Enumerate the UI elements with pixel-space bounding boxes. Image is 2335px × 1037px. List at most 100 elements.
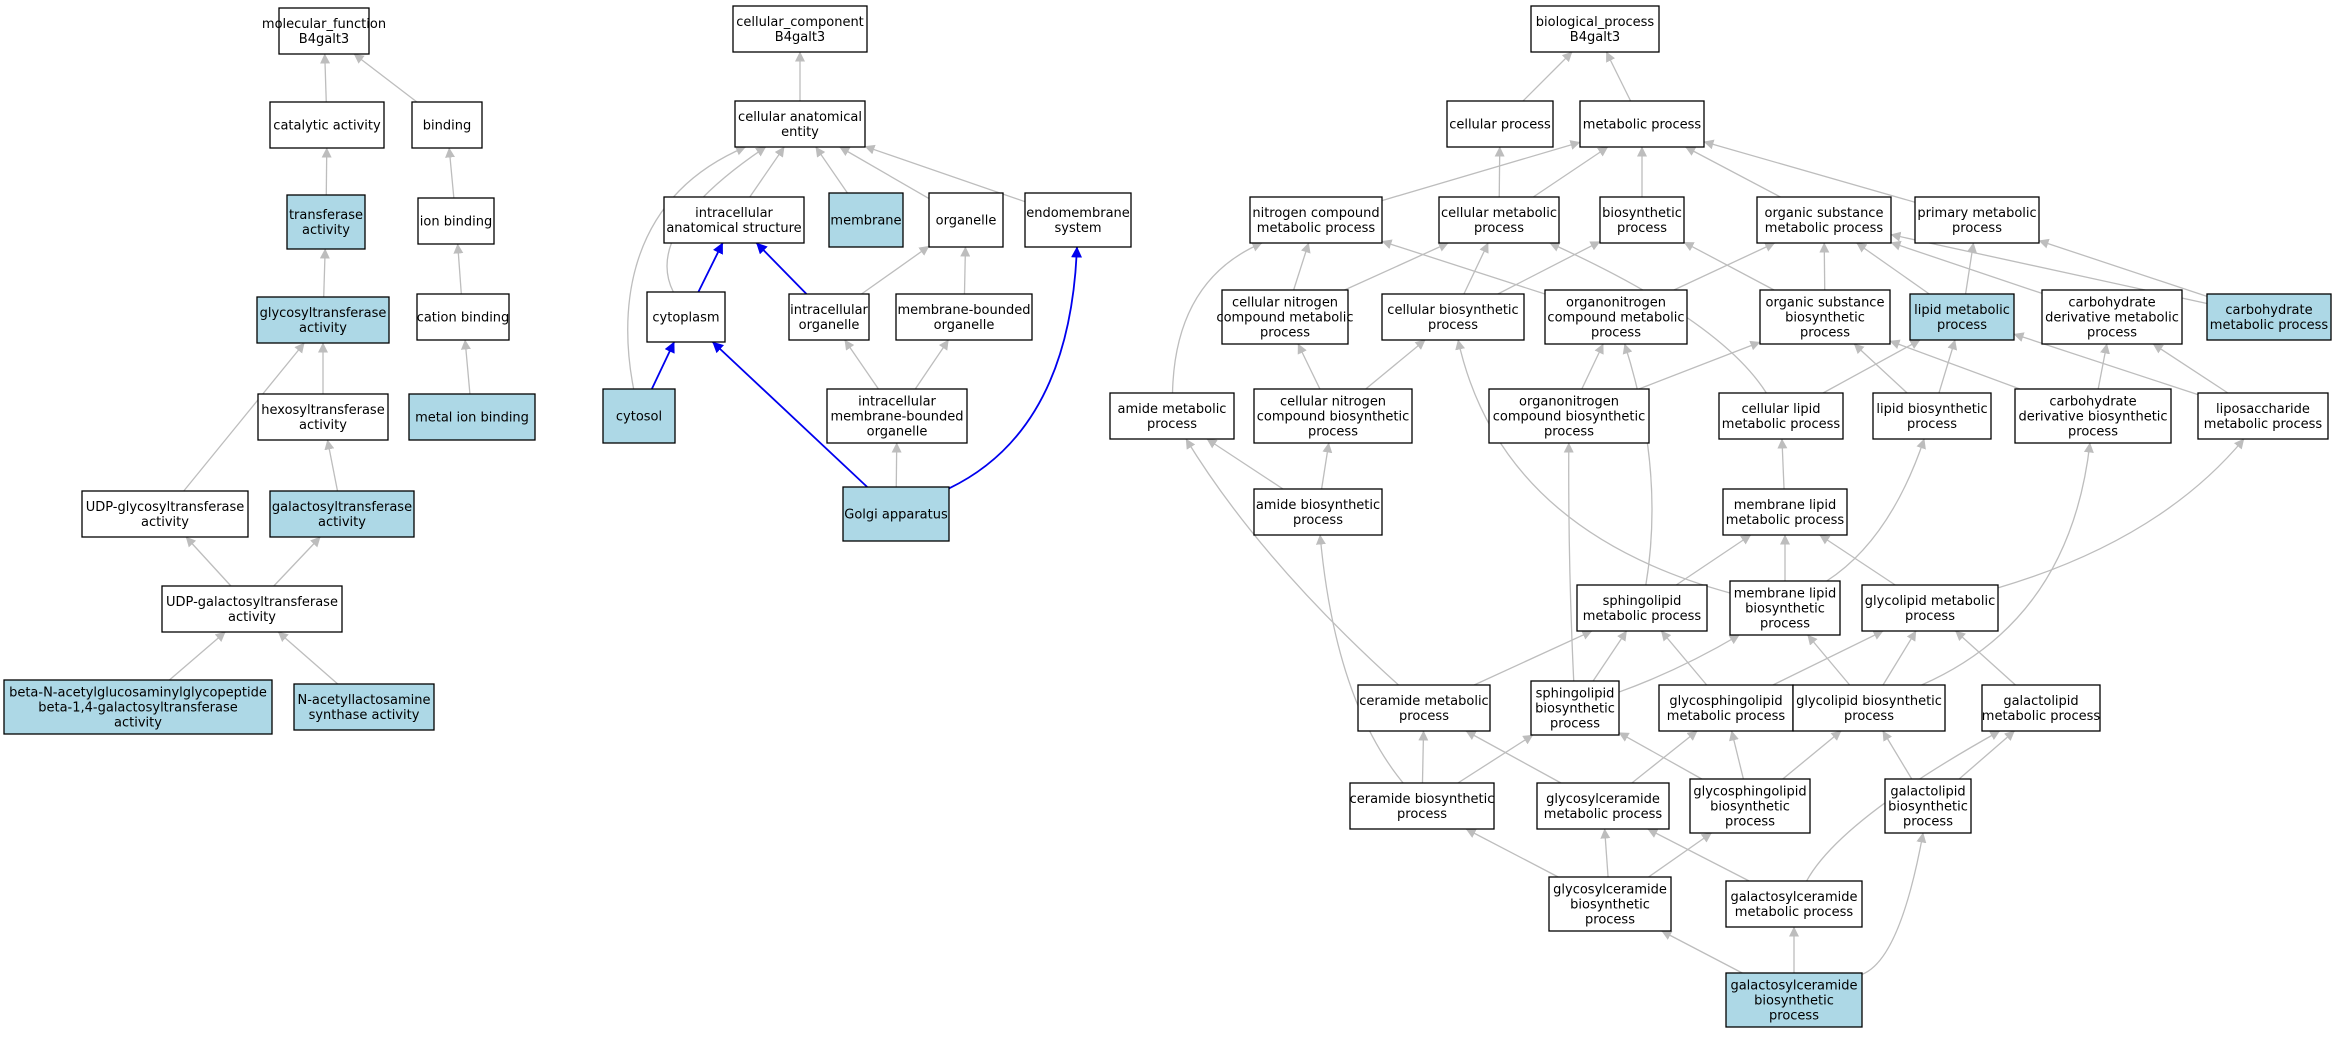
go-term-node-metproc[interactable]: metabolic process <box>1579 100 1705 148</box>
node-label-line: process <box>1905 609 1955 624</box>
go-term-node-betaN[interactable]: beta-N-acetylglucosaminylglycopeptidebet… <box>3 679 273 735</box>
node-box <box>734 100 866 148</box>
node-label-line: process <box>1903 815 1953 830</box>
edge-oncmp-to-osmp <box>1673 242 1776 291</box>
edge-galcerbp-to-galbp <box>1861 832 1927 975</box>
node-label-line: metabolic process <box>1982 709 2101 724</box>
edge-mlbp-to-cbp <box>1455 339 1731 594</box>
edge-oncbp-to-oncmp <box>1581 343 1604 390</box>
node-label-line: process <box>1397 807 1447 822</box>
node-box <box>411 101 483 149</box>
go-term-node-membrane[interactable]: membrane <box>828 192 904 248</box>
go-term-node-cellproc[interactable]: cellular process <box>1446 100 1554 148</box>
edge-cerbp-to-sphbp <box>1457 734 1534 784</box>
edge-udpglyco-to-glycosyltransferase <box>183 342 305 492</box>
node-label-line: process <box>1550 717 1600 732</box>
node-label-line: compound biosynthetic <box>1257 410 1410 425</box>
edge-gsphmp-to-sphmp <box>1660 630 1708 686</box>
go-term-node-metalion[interactable]: metal ion binding <box>408 393 536 441</box>
node-box <box>826 388 968 444</box>
go-term-node-organelle[interactable]: organelle <box>928 192 1004 248</box>
node-label-line: metabolic process <box>1765 221 1884 236</box>
node-label-line: cellular process <box>1449 118 1551 133</box>
go-term-node-cytosol[interactable]: cytosol <box>602 388 676 444</box>
node-box <box>1109 392 1235 440</box>
go-term-node-binding[interactable]: binding <box>411 101 483 149</box>
node-box <box>1599 196 1685 244</box>
node-label-line: cellular metabolic <box>1441 206 1557 221</box>
edge-cncmp-to-cmp <box>1344 242 1449 291</box>
node-label-line: beta-N-acetylglucosaminylglycopeptide <box>9 686 267 701</box>
go-term-node-cytoplasm[interactable]: cytoplasm <box>646 291 726 343</box>
node-box <box>1725 972 1863 1028</box>
edge-cytosol-to-cae <box>627 146 746 390</box>
node-label-line: hexosyltransferase <box>261 403 384 418</box>
node-label-line: glycosphingolipid <box>1669 694 1782 709</box>
node-label-line: organelle <box>799 318 860 333</box>
go-term-node-catalytic[interactable]: catalytic activity <box>269 101 385 149</box>
node-label-line: process <box>1428 318 1478 333</box>
node-box <box>1718 392 1844 440</box>
node-label-line: activity <box>141 515 189 530</box>
node-label-line: organelle <box>936 214 997 229</box>
go-term-node-ionbinding[interactable]: ion binding <box>417 197 495 245</box>
go-term-node-cationbinding[interactable]: cation binding <box>416 293 510 341</box>
go-term-node-golgi[interactable]: Golgi apparatus <box>842 486 950 542</box>
edge-osmp-to-metproc <box>1685 146 1781 198</box>
node-label-line: cation binding <box>417 311 510 326</box>
edge-cdmp-to-osmp <box>1890 240 2043 295</box>
